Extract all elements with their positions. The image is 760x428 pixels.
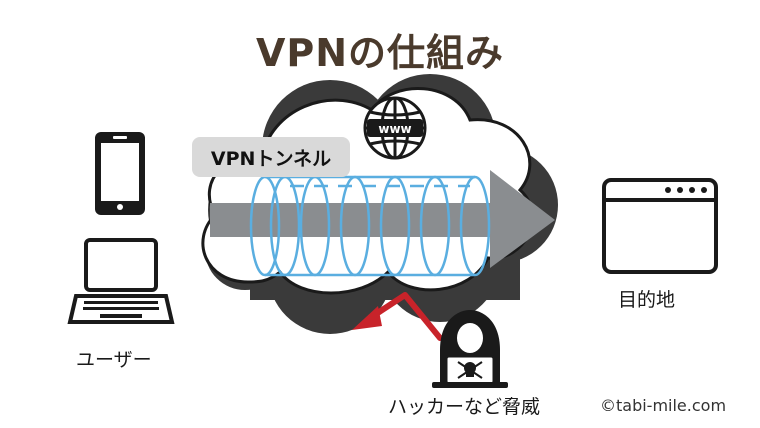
vpn-tunnel-label: VPNトンネル xyxy=(192,137,350,177)
threat-label: ハッカーなど脅威 xyxy=(388,396,541,418)
copyright-text: ©tabi-mile.com xyxy=(600,396,727,415)
vpn-tunnel xyxy=(249,175,491,277)
user-label: ユーザー xyxy=(76,349,152,371)
laptop-icon xyxy=(67,238,175,324)
page-title: VPNの仕組み xyxy=(255,31,505,75)
destination-label: 目的地 xyxy=(618,289,676,311)
threat-arrow-head xyxy=(352,306,382,330)
threat-arrow xyxy=(367,292,443,341)
browser-window-icon xyxy=(602,178,718,274)
globe-www-plate xyxy=(367,119,423,137)
hacker-icon xyxy=(432,310,508,388)
smartphone-icon xyxy=(95,132,145,215)
globe-www-text: www xyxy=(378,122,411,136)
